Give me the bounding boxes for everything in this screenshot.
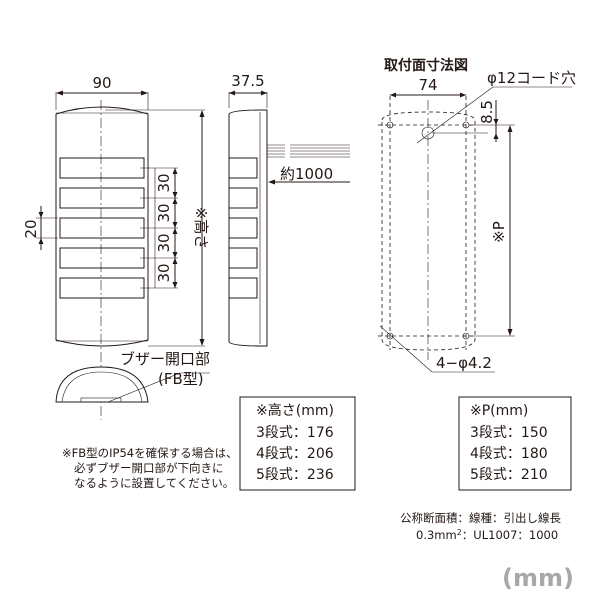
lamp-window xyxy=(228,217,258,239)
front-view: 90 30 30 30 30 20 ※高さ xyxy=(22,74,210,420)
wire-spec-line2: 0.3mm2：UL1007：1000 xyxy=(416,528,558,542)
buzzer-opening-label: ブザー開口部 xyxy=(120,350,210,368)
cord-hole-label: φ12コード穴 xyxy=(487,69,576,87)
table-header: ※P(mm) xyxy=(470,403,528,419)
buzzer-type-label: (FB型) xyxy=(158,370,204,388)
mounting-title: 取付面寸法図 xyxy=(384,57,468,74)
table-row: 3段式：150 xyxy=(470,425,548,441)
cable xyxy=(267,144,350,158)
buzzer-top-view: ブザー開口部 (FB型) xyxy=(55,350,210,403)
pitch-dimension: 30 xyxy=(155,233,173,252)
table-row: 5段式：210 xyxy=(470,467,548,483)
table-row: 3段式：176 xyxy=(256,425,334,441)
table-row: 5段式：236 xyxy=(256,467,334,483)
pitch-dimension: 30 xyxy=(155,203,173,222)
lamp-window xyxy=(228,157,258,179)
offset-dimension: 8.5 xyxy=(478,100,496,124)
mounting-hole-label: 4−φ4.2 xyxy=(436,354,492,372)
cable-length-label: 約1000 xyxy=(280,165,333,183)
lamp-window xyxy=(228,247,258,269)
unit-label: (mm) xyxy=(502,564,574,592)
height-table: ※高さ(mm) 3段式：176 4段式：206 5段式：236 xyxy=(239,396,356,491)
pitch-dimension: ※P xyxy=(490,221,508,243)
pitch-dimension: 30 xyxy=(155,173,173,192)
wire-spec-line1: 公称断面積：線種：引出し線長 xyxy=(400,511,561,525)
warning-note-line: なるように設置してください。 xyxy=(74,476,234,490)
lamp-window xyxy=(228,277,258,299)
mounting-diagram: 取付面寸法図 74 line φ12コード穴 8.5 ※P 4−φ4.2 xyxy=(378,57,576,373)
width-dimension: 90 xyxy=(92,74,111,92)
lamp-height-dimension: 20 xyxy=(22,219,40,238)
table-header: ※高さ(mm) xyxy=(256,402,334,419)
side-view: 37.5 約1000 xyxy=(228,72,350,347)
table-row: 4段式：180 xyxy=(470,446,548,462)
warning-note-line: 必ずブザー開口部が下向きに xyxy=(74,461,224,475)
warning-note-line: ※FB型のIP54を確保する場合は、 xyxy=(62,446,238,460)
depth-dimension: 37.5 xyxy=(231,72,264,90)
table-row: 4段式：206 xyxy=(256,446,334,462)
pitch-dimension: 30 xyxy=(155,263,173,282)
height-dimension: ※高さ xyxy=(192,207,210,250)
mounting-width-dimension: 74 xyxy=(418,76,437,94)
pitch-table: ※P(mm) 3段式：150 4段式：180 5段式：210 xyxy=(458,396,572,491)
lamp-window xyxy=(228,187,258,209)
